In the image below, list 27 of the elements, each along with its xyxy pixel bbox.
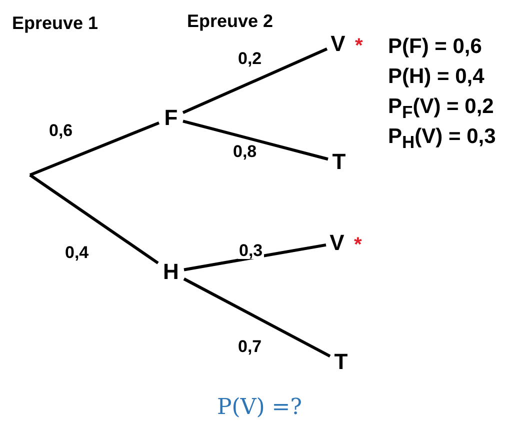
probability-label: 0,6 <box>48 122 74 139</box>
branch-line <box>182 48 328 114</box>
branch-line <box>184 243 326 272</box>
probability-label: 0,8 <box>232 143 258 160</box>
probability-label: 0,4 <box>64 244 90 261</box>
probability-label: 0,2 <box>237 50 263 67</box>
probability-formula: P(H) = 0,4 <box>388 66 484 87</box>
branch-line <box>182 120 328 161</box>
caption: P(V) =? <box>216 395 304 420</box>
outcome-label: V <box>330 33 346 55</box>
outcome-label: T <box>334 351 348 373</box>
stage-heading: Epreuve 2 <box>187 12 274 30</box>
probability-label: 0,7 <box>237 338 263 355</box>
outcome-label: H <box>163 261 179 283</box>
outcome-label: F <box>164 107 178 129</box>
probability-formula: P$_{H}$(V) = 0,3 <box>388 126 496 152</box>
outcome-label: T <box>332 151 346 173</box>
probability-formula: P$_{F}$(V) = 0,2 <box>388 96 494 122</box>
branch-line <box>29 121 160 176</box>
marker-asterisk: * <box>355 36 363 56</box>
marker-asterisk: * <box>354 235 362 255</box>
probability-label: 0,3 <box>238 242 264 259</box>
outcome-label: V <box>330 232 344 254</box>
stage-heading: Epreuve 1 <box>12 14 98 32</box>
branch-line <box>183 278 331 358</box>
branch-line <box>29 174 159 264</box>
probability-formula: P(F) = 0,6 <box>388 36 482 57</box>
